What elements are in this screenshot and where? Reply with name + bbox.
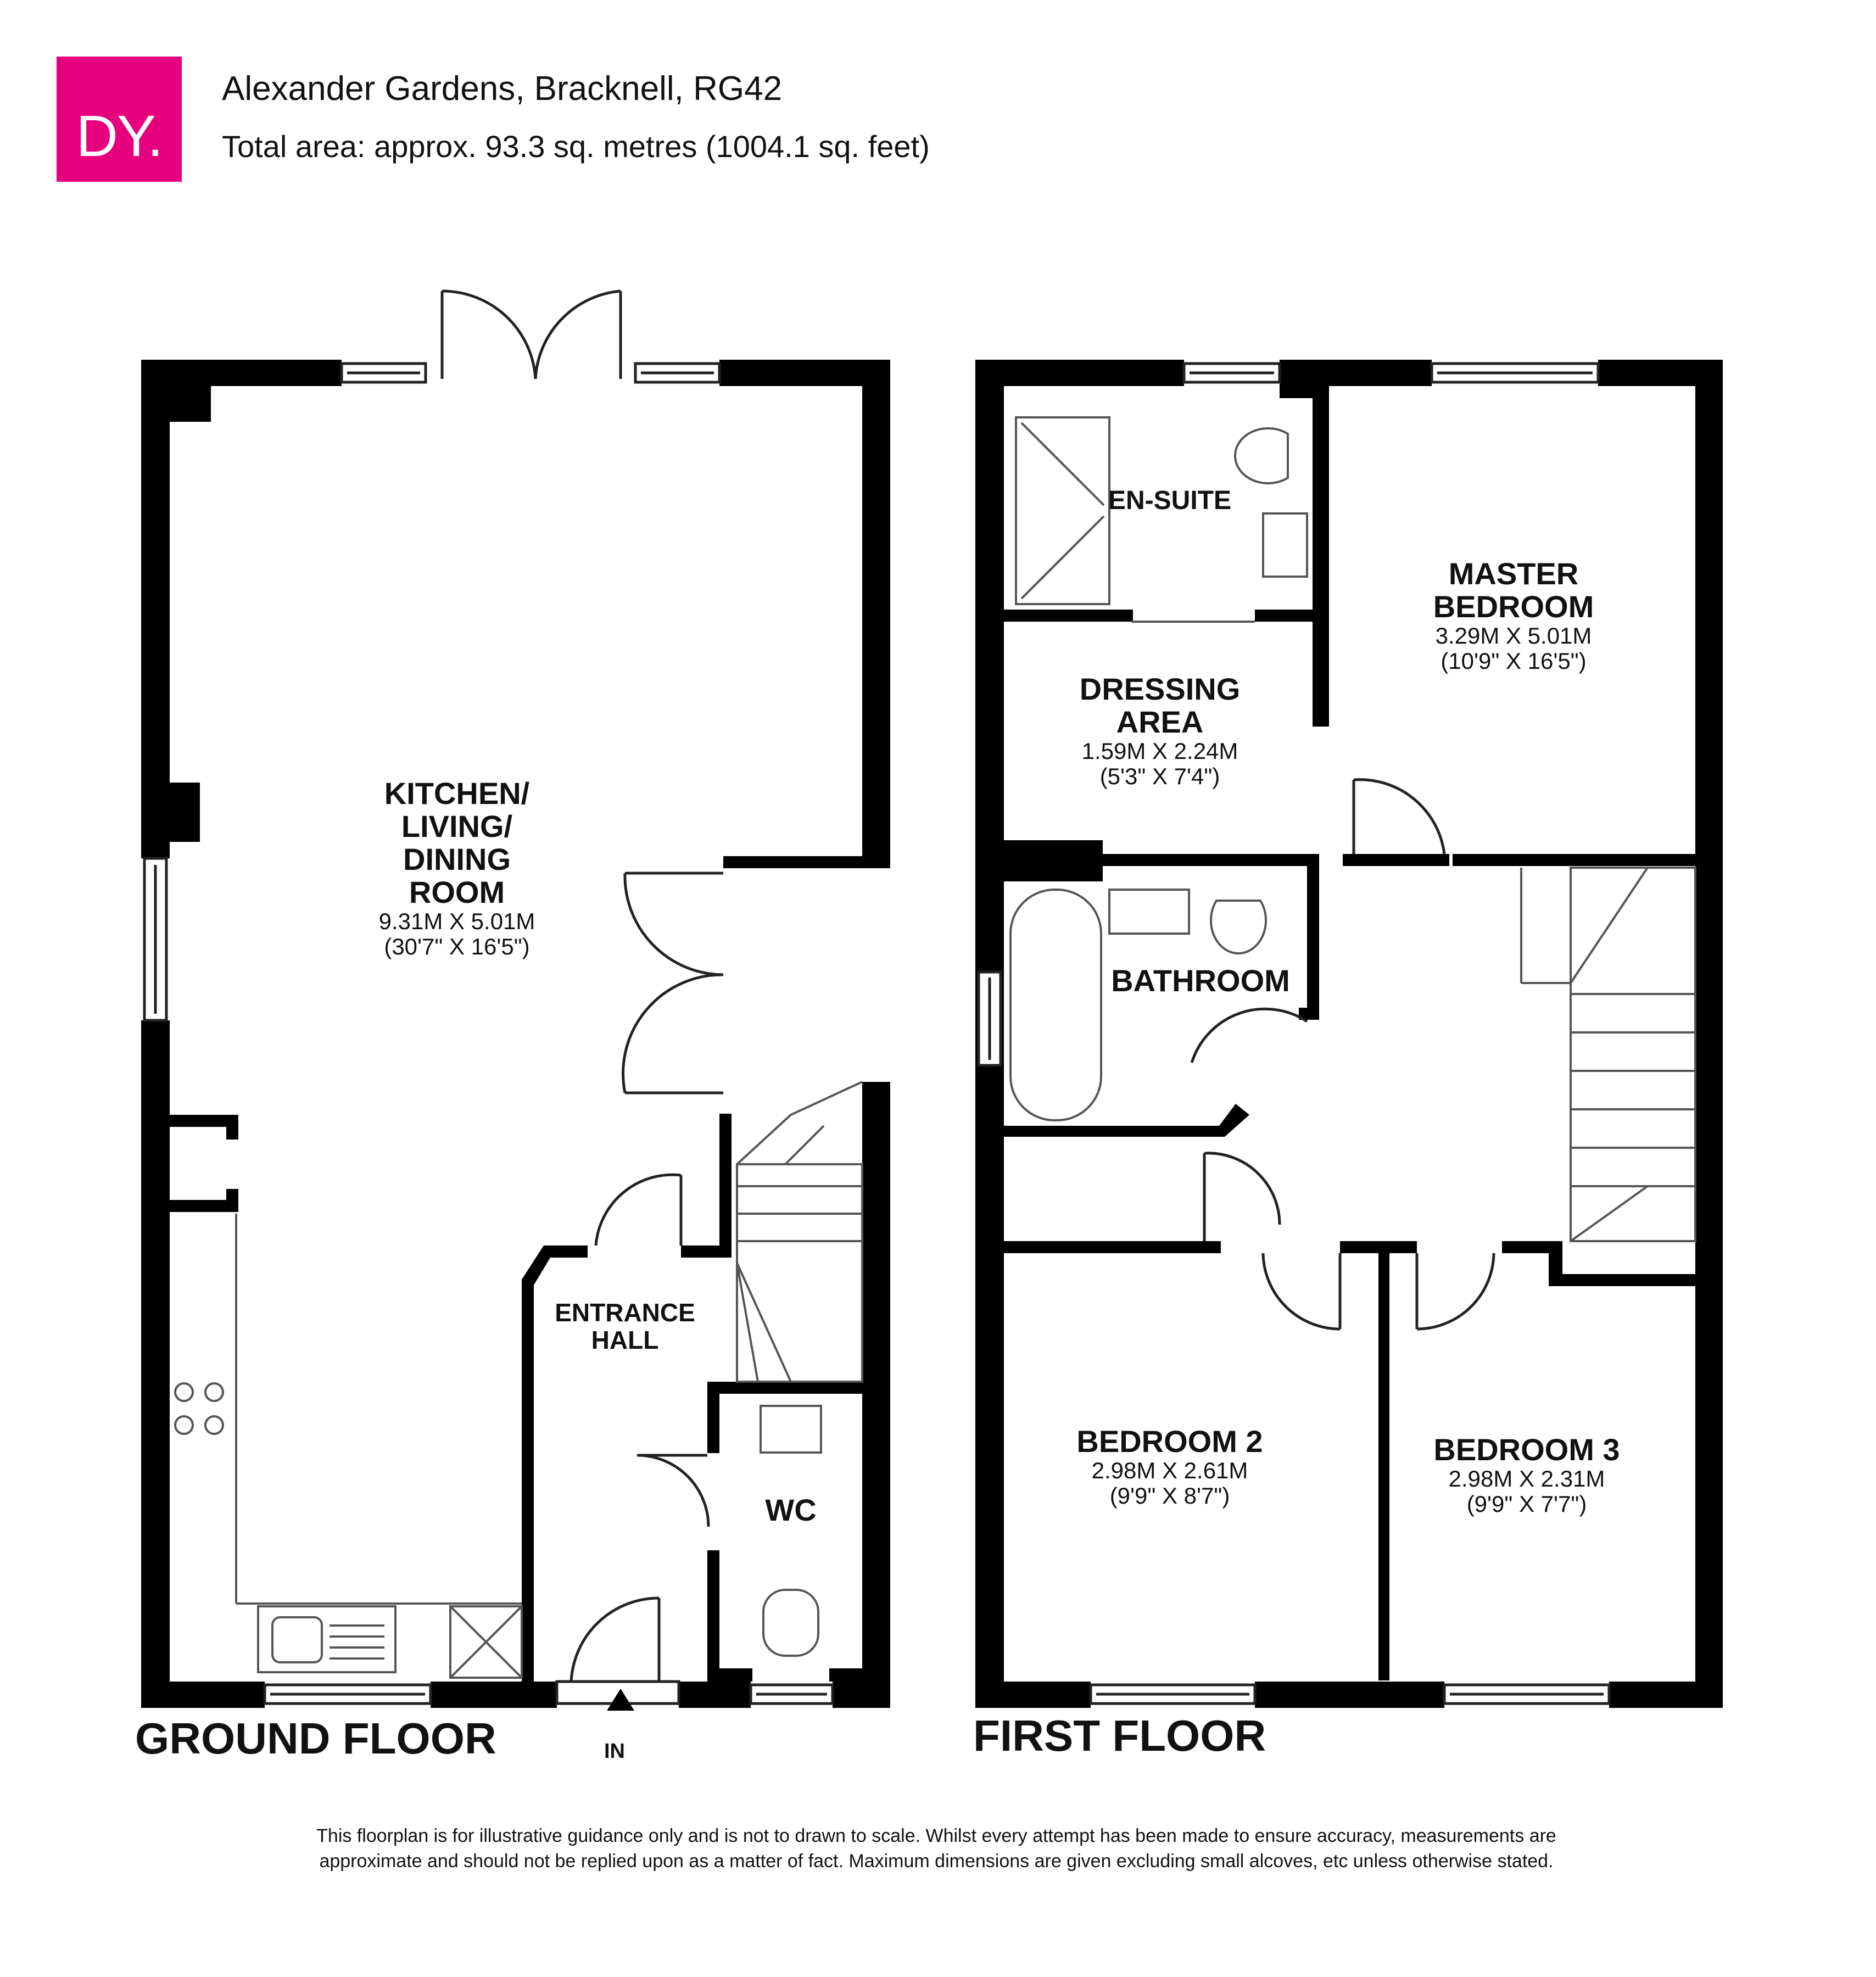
room-name-line: DRESSING [1079,672,1241,706]
room-name-line: BEDROOM 3 [1433,1432,1620,1467]
room-dressing-area: DRESSING AREA 1.59M X 2.24M (5'3" X 7'4"… [1080,673,1241,789]
room-name-line: DINING [403,842,511,876]
ground-floor-walls [141,360,890,1708]
ground-floor-windows [143,362,834,1705]
first-floor-windows [977,362,1611,1705]
room-name-line: AREA [1116,705,1204,739]
room-name-line: BATHROOM [1111,963,1290,998]
ground-floor-doors [440,289,724,1682]
ground-floor-label: GROUND FLOOR [135,1714,496,1763]
room-name-line: BEDROOM 2 [1076,1424,1263,1459]
room-name-line: HALL [591,1326,659,1354]
room-name-line: WC [765,1493,817,1527]
first-floor-label: FIRST FLOOR [973,1711,1266,1760]
kitchen-fittings [174,1214,822,1679]
disclaimer-line: approximate and should not be replied up… [319,1851,1554,1872]
property-address: Alexander Gardens, Bracknell, RG42 [222,70,783,108]
room-dimensions-metric: 2.98M X 2.61M [1091,1457,1248,1483]
room-name-line: ENTRANCE [555,1298,695,1327]
room-entrance-hall: ENTRANCE HALL [555,1299,695,1354]
room-dimensions-metric: 3.29M X 5.01M [1435,623,1592,649]
room-kitchen-living-dining: KITCHEN/ LIVING/ DINING ROOM 9.31M X 5.0… [379,777,535,959]
room-dimensions-metric: 1.59M X 2.24M [1081,738,1238,764]
room-dimensions-imperial: (9'9" X 7'7") [1466,1491,1587,1517]
room-dimensions-metric: 9.31M X 5.01M [378,908,535,934]
first-floor-doors [1190,778,1495,1331]
room-dimensions-imperial: (5'3" X 7'4") [1099,763,1220,789]
room-dimensions-imperial: (30'7" X 16'5") [384,934,530,959]
room-name-line: BEDROOM [1433,589,1594,624]
room-bathroom: BATHROOM [1111,964,1290,997]
room-wc: WC [765,1494,816,1527]
room-name-line: LIVING/ [401,809,513,844]
room-dimensions-imperial: (10'9" X 16'5") [1441,648,1587,674]
room-name-line: KITCHEN/ [384,776,530,811]
first-floor-fixtures [1009,416,1696,1242]
total-area: Total area: approx. 93.3 sq. metres (100… [222,129,930,164]
room-en-suite: EN-SUITE [1108,484,1231,517]
room-bedroom-3: BEDROOM 3 2.98M X 2.31M (9'9" X 7'7") [1433,1433,1620,1517]
room-name-line: ROOM [409,875,505,909]
room-bedroom-2: BEDROOM 2 2.98M X 2.61M (9'9" X 8'7") [1076,1425,1263,1509]
room-master-bedroom: MASTER BEDROOM 3.29M X 5.01M (10'9" X 16… [1433,557,1594,674]
company-logo: DY. [57,57,182,182]
room-name-line: MASTER [1448,556,1579,591]
disclaimer-line: This floorplan is for illustrative guida… [316,1825,1556,1846]
room-name-line: EN-SUITE [1108,486,1232,515]
entrance-label: IN [604,1740,625,1763]
logo-text: DY. [76,104,163,169]
entrance-arrow-icon [607,1689,634,1711]
room-dimensions-metric: 2.98M X 2.31M [1448,1466,1605,1492]
disclaimer: This floorplan is for illustrative guida… [209,1823,1664,1874]
room-dimensions-imperial: (9'9" X 8'7") [1109,1483,1230,1509]
ground-floor-stairs [736,1081,863,1383]
